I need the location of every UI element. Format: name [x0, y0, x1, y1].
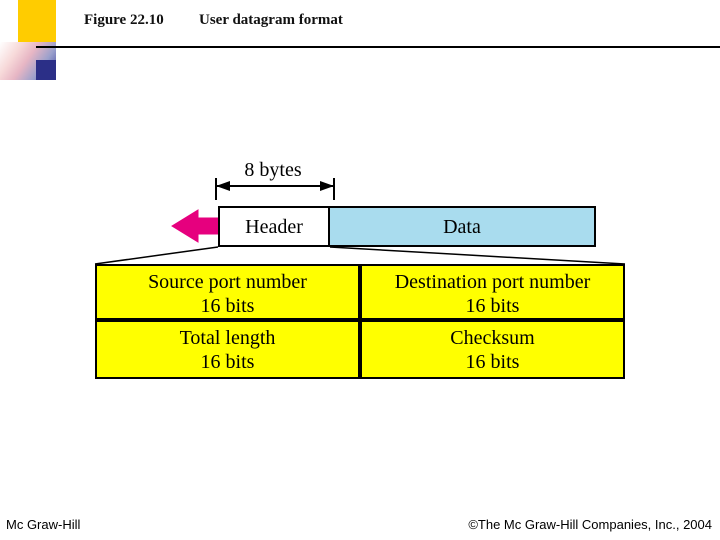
field-source-port-name: Source port number	[148, 271, 307, 293]
field-total-length-name: Total length	[179, 327, 276, 349]
field-checksum-size: 16 bits	[465, 351, 520, 373]
field-source-port-size: 16 bits	[200, 295, 255, 317]
footer-publisher: Mc Graw-Hill	[6, 517, 81, 532]
data-cell-label: Data	[443, 216, 481, 238]
expansion-guides	[94, 246, 626, 265]
span-dimension-line	[215, 178, 335, 200]
field-checksum: Checksum 16 bits	[360, 320, 625, 379]
header-cell-label: Header	[245, 216, 303, 238]
header-cell: Header	[218, 206, 330, 247]
field-total-length: Total length 16 bits	[95, 320, 360, 379]
span-label: 8 bytes	[244, 159, 302, 181]
data-cell: Data	[330, 206, 596, 247]
figure-number: Figure 22.10	[84, 12, 164, 28]
field-destination-port-size: 16 bits	[465, 295, 520, 317]
footer-copyright: ©The Mc Graw-Hill Companies, Inc., 2004	[468, 517, 712, 532]
field-source-port: Source port number 16 bits	[95, 264, 360, 320]
field-destination-port-name: Destination port number	[394, 271, 591, 293]
decorative-yellow-block	[18, 0, 56, 46]
field-total-length-size: 16 bits	[200, 351, 255, 373]
decorative-blue-block	[36, 60, 56, 80]
page-title: User datagram format	[199, 12, 343, 28]
header-divider	[36, 46, 720, 48]
field-destination-port: Destination port number 16 bits	[360, 264, 625, 320]
field-checksum-name: Checksum	[450, 327, 535, 349]
